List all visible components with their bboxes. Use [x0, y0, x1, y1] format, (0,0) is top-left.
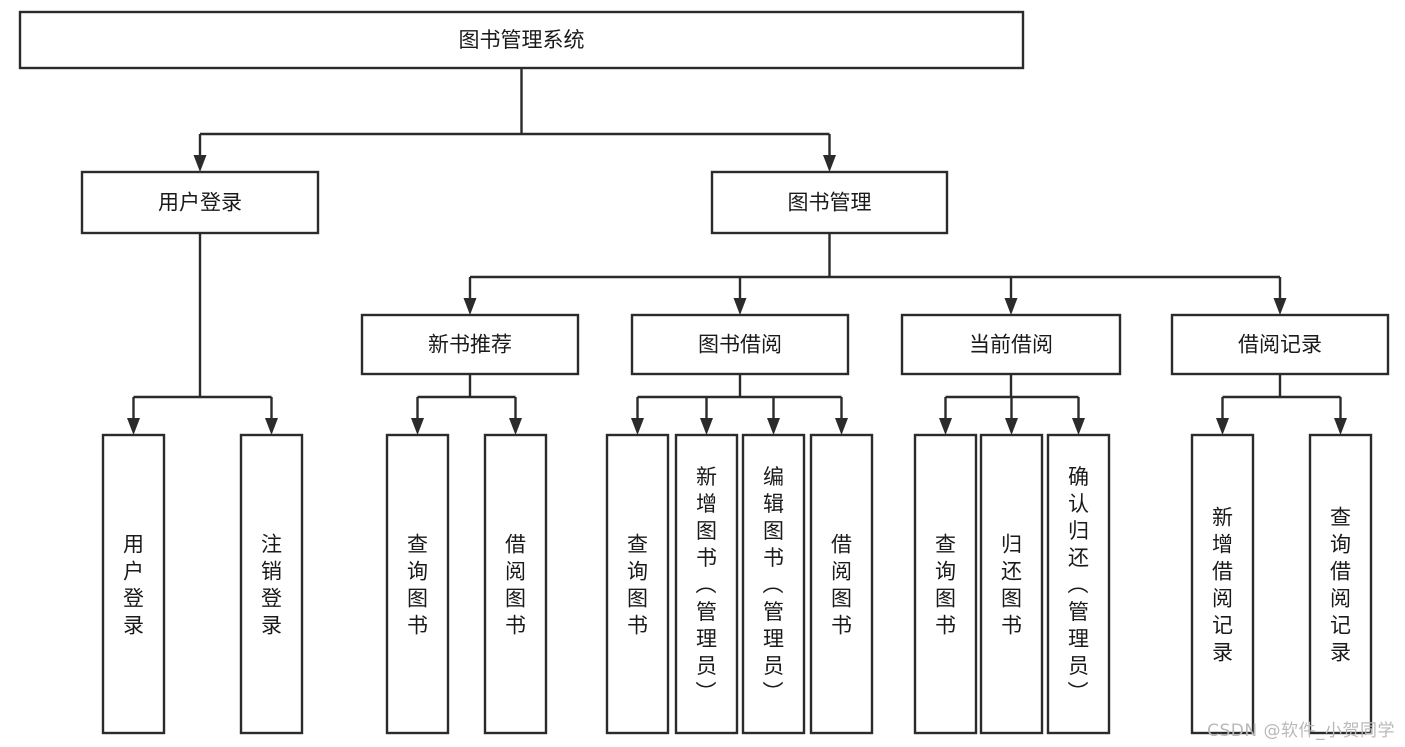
edge-group	[939, 374, 1085, 435]
node-label: 图书管理系统	[459, 28, 585, 52]
node-label: 新书推荐	[428, 333, 512, 357]
edge-group	[127, 233, 278, 435]
arrow-head-icon	[193, 155, 207, 172]
arrow-head-icon	[835, 418, 848, 435]
arrow-head-icon	[767, 418, 780, 435]
node-leaf-cur-confirm-return[interactable]: 确认归还（管理员）	[1046, 433, 1111, 735]
edge-group	[193, 68, 836, 172]
node-label: 用户登录	[158, 191, 242, 215]
node-book-manage[interactable]: 图书管理	[710, 170, 949, 235]
node-label: 新增图书（管理员）	[696, 465, 718, 705]
arrow-head-icon	[463, 298, 477, 315]
node-box	[360, 313, 580, 376]
node-box	[1308, 433, 1373, 735]
node-label: 归还图书	[1001, 533, 1022, 638]
arrow-head-icon	[631, 418, 644, 435]
arrow-head-icon	[1072, 418, 1085, 435]
arrow-head-icon	[411, 418, 424, 435]
node-label: 借阅图书	[831, 533, 852, 638]
node-new-book-rec[interactable]: 新书推荐	[360, 313, 580, 376]
arrow-head-icon	[733, 298, 747, 315]
node-box	[1046, 433, 1111, 735]
node-label: 当前借阅	[969, 333, 1053, 357]
arrow-head-icon	[509, 418, 522, 435]
node-leaf-borrow-lend-book[interactable]: 借阅图书	[809, 433, 874, 735]
node-box	[913, 433, 978, 735]
node-label: 新增借阅记录	[1212, 506, 1233, 665]
arrow-head-icon	[939, 418, 952, 435]
node-label: 查询图书	[935, 533, 956, 638]
node-user-login[interactable]: 用户登录	[80, 170, 320, 235]
node-box	[809, 433, 874, 735]
arrow-head-icon	[823, 155, 836, 172]
node-box	[385, 433, 450, 735]
node-box	[979, 433, 1044, 735]
node-borrow-record[interactable]: 借阅记录	[1170, 313, 1390, 376]
edge-group	[631, 374, 848, 435]
arrow-head-icon	[1005, 418, 1018, 435]
edge-group	[1216, 374, 1347, 435]
arrow-head-icon	[1273, 298, 1287, 315]
arrow-head-icon	[127, 418, 140, 435]
node-label: 用户登录	[123, 533, 144, 638]
node-box	[1170, 313, 1390, 376]
node-label: 确认归还（管理员）	[1068, 465, 1090, 705]
node-current-borrow[interactable]: 当前借阅	[900, 313, 1122, 376]
node-label: 查询图书	[627, 533, 648, 638]
node-leaf-user-login[interactable]: 用户登录	[101, 433, 166, 735]
csdn-watermark: CSDN @软件_小贺同学	[1207, 721, 1395, 741]
node-label: 查询借阅记录	[1330, 506, 1351, 665]
node-leaf-logout[interactable]: 注销登录	[239, 433, 304, 735]
node-box	[741, 433, 806, 735]
node-label: 图书管理	[788, 191, 872, 215]
node-leaf-cur-return-book[interactable]: 归还图书	[979, 433, 1044, 735]
node-box	[18, 10, 1025, 70]
node-leaf-rec-add-record[interactable]: 新增借阅记录	[1190, 433, 1255, 735]
node-box	[1190, 433, 1255, 735]
node-box	[80, 170, 320, 235]
edge-layer	[127, 68, 1347, 435]
node-leaf-borrow-edit-book[interactable]: 编辑图书（管理员）	[741, 433, 806, 735]
node-label: 图书借阅	[698, 333, 782, 357]
arrow-head-icon	[700, 418, 713, 435]
edge-group	[463, 233, 1287, 315]
node-label: 查询图书	[407, 533, 428, 638]
node-root[interactable]: 图书管理系统	[18, 10, 1025, 70]
arrow-head-icon	[1004, 298, 1018, 315]
edge-group	[411, 374, 522, 435]
node-box	[239, 433, 304, 735]
node-leaf-rec-borrow-book[interactable]: 借阅图书	[483, 433, 548, 735]
node-leaf-cur-query-book[interactable]: 查询图书	[913, 433, 978, 735]
node-layer: 图书管理系统用户登录图书管理新书推荐图书借阅当前借阅借阅记录用户登录注销登录查询…	[18, 10, 1390, 735]
node-leaf-rec-query-record[interactable]: 查询借阅记录	[1308, 433, 1373, 735]
node-label: 借阅记录	[1238, 333, 1322, 357]
node-book-borrow[interactable]: 图书借阅	[630, 313, 850, 376]
node-box	[483, 433, 548, 735]
node-box	[674, 433, 739, 735]
node-box	[630, 313, 850, 376]
arrow-head-icon	[265, 418, 278, 435]
node-label: 注销登录	[261, 533, 282, 638]
node-leaf-borrow-add-book[interactable]: 新增图书（管理员）	[674, 433, 739, 735]
node-label: 编辑图书（管理员）	[763, 465, 785, 705]
node-box	[605, 433, 670, 735]
node-leaf-borrow-query-book[interactable]: 查询图书	[605, 433, 670, 735]
arrow-head-icon	[1334, 418, 1347, 435]
node-box	[900, 313, 1122, 376]
node-leaf-rec-query-book[interactable]: 查询图书	[385, 433, 450, 735]
node-label: 借阅图书	[505, 533, 526, 638]
node-box	[710, 170, 949, 235]
node-box	[101, 433, 166, 735]
arrow-head-icon	[1216, 418, 1229, 435]
